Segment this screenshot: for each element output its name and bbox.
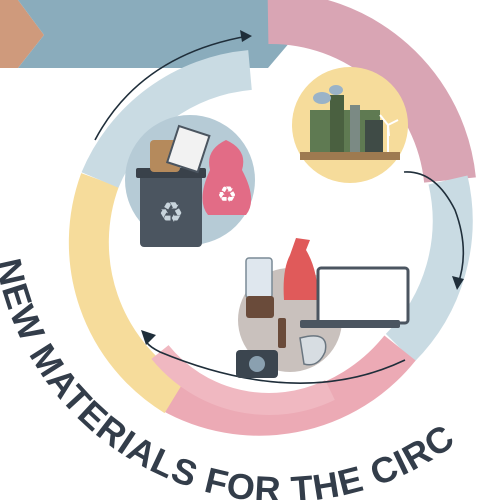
ring-segment-light-blue: [81, 50, 253, 189]
smoke-icon: [313, 92, 331, 104]
ring-segment-inner-pink: [151, 344, 335, 416]
production-illustration: [292, 67, 408, 183]
hair-dryer-icon: [299, 335, 327, 366]
cycle-arrows: [94, 30, 465, 384]
ring-segment-mauve: [267, 0, 476, 184]
blender-icon: [245, 257, 273, 299]
blue-arrow-band: [18, 0, 296, 68]
arrow-right-head: [452, 276, 464, 290]
ring-segment-yellow: [68, 173, 186, 414]
wind-turbine-icon: [379, 114, 399, 152]
top-banner: [0, 0, 296, 68]
brush-icon: [278, 318, 286, 348]
recycle-symbol-icon: ♻: [158, 196, 183, 229]
svg-text:♻: ♻: [217, 183, 237, 208]
trash-bin-icon: [140, 172, 202, 247]
products-illustration: [236, 238, 410, 378]
spray-bottle-icon: [283, 238, 318, 300]
arrow-bottom-head: [141, 330, 156, 345]
arrow-top-head: [240, 30, 252, 42]
recycling-illustration: ♻ ♻: [125, 115, 255, 247]
arrow-right: [403, 171, 465, 285]
arrow-top: [94, 35, 249, 141]
laptop-icon: [316, 266, 410, 325]
tan-arrow-band: [0, 0, 44, 68]
recycling-bag-icon: [202, 140, 252, 215]
